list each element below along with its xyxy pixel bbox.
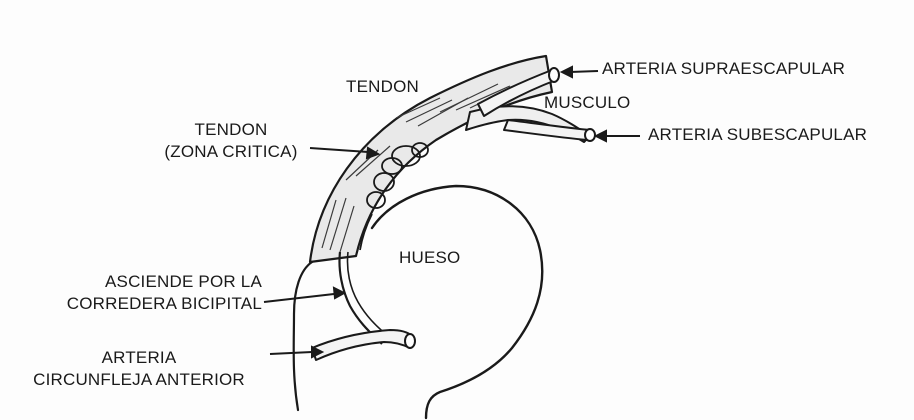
- suprascapular-artery-end: [549, 68, 559, 82]
- anterior-circumflex-artery: [312, 330, 412, 360]
- circumflex-artery-end: [405, 334, 415, 348]
- ascending-branch: [339, 252, 382, 344]
- label-asciende-corredera: ASCIENDE POR LA CORREDERA BICIPITAL: [18, 271, 262, 315]
- label-asciende-line2: CORREDERA BICIPITAL: [18, 293, 262, 315]
- label-circunfleja-line2: CIRCUNFLEJA ANTERIOR: [8, 369, 270, 391]
- bone-outline: [372, 186, 542, 418]
- label-tendon: TENDON: [346, 76, 419, 98]
- label-arteria-circunfleja: ARTERIA CIRCUNFLEJA ANTERIOR: [8, 347, 270, 391]
- label-arteria-subescapular: ARTERIA SUBESCAPULAR: [648, 124, 867, 146]
- label-arteria-supraescapular: ARTERIA SUPRAESCAPULAR: [602, 58, 845, 80]
- subscapular-artery-end: [585, 129, 595, 141]
- label-hueso: HUESO: [399, 247, 460, 269]
- ascending-branch-inner: [347, 252, 388, 336]
- label-musculo: MUSCULO: [544, 92, 630, 114]
- label-tendon-critical-line1: TENDON: [158, 119, 304, 141]
- label-tendon-critical-zone: TENDON (ZONA CRITICA): [158, 119, 304, 163]
- humerus-left-contour: [294, 262, 312, 410]
- label-tendon-critical-line2: (ZONA CRITICA): [158, 141, 304, 163]
- label-circunfleja-line1: ARTERIA: [8, 347, 270, 369]
- label-asciende-line1: ASCIENDE POR LA: [18, 271, 262, 293]
